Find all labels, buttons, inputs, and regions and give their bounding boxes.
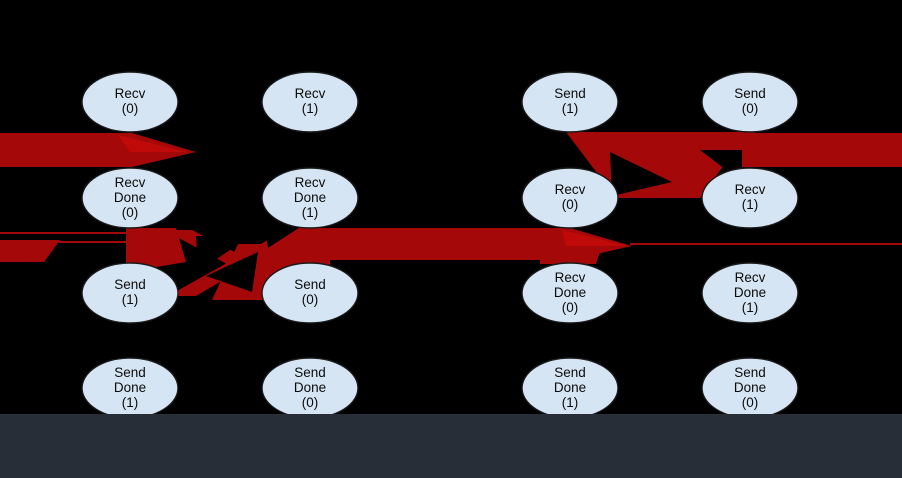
graph-node-recv0[interactable]	[81, 71, 179, 133]
graph-node-senddone0_b[interactable]	[701, 357, 799, 419]
graph-node-recv1[interactable]	[261, 71, 359, 133]
edge-void-ll-c	[264, 222, 308, 248]
edge-band-left-top	[0, 133, 196, 167]
edge-band-middle-stripe	[562, 230, 628, 246]
graph-node-senddone1[interactable]	[81, 357, 179, 419]
edge-void-ll-b	[206, 252, 258, 292]
edge-feed-ll-left	[126, 228, 186, 272]
graph-node-recvdone0[interactable]	[81, 167, 179, 229]
edge-rule-right	[630, 243, 902, 245]
edge-stub-left-edge	[0, 240, 60, 262]
graph-node-send0_b[interactable]	[261, 262, 359, 324]
graph-node-senddone0[interactable]	[261, 357, 359, 419]
bottom-status-bar	[0, 414, 902, 478]
graph-node-send1_a[interactable]	[521, 71, 619, 133]
edge-void-ll-a	[196, 236, 250, 272]
edge-stub-center	[540, 252, 600, 264]
graph-node-send0_a[interactable]	[701, 71, 799, 133]
edge-rule-left-a	[0, 232, 130, 234]
edge-rule-left-b	[0, 241, 130, 243]
graph-node-recv0_b[interactable]	[521, 167, 619, 229]
graph-node-send1_b[interactable]	[81, 262, 179, 324]
graph-node-recvdone1_b[interactable]	[701, 262, 799, 324]
graph-node-recv1_b[interactable]	[701, 167, 799, 229]
graph-node-recvdone1[interactable]	[261, 167, 359, 229]
edge-void-ru	[610, 152, 672, 196]
edge-band-left-top-stripes	[118, 135, 186, 152]
graph-node-recvdone0_b[interactable]	[521, 262, 619, 324]
node-layer	[81, 71, 799, 419]
graph-node-senddone1_b[interactable]	[521, 357, 619, 419]
